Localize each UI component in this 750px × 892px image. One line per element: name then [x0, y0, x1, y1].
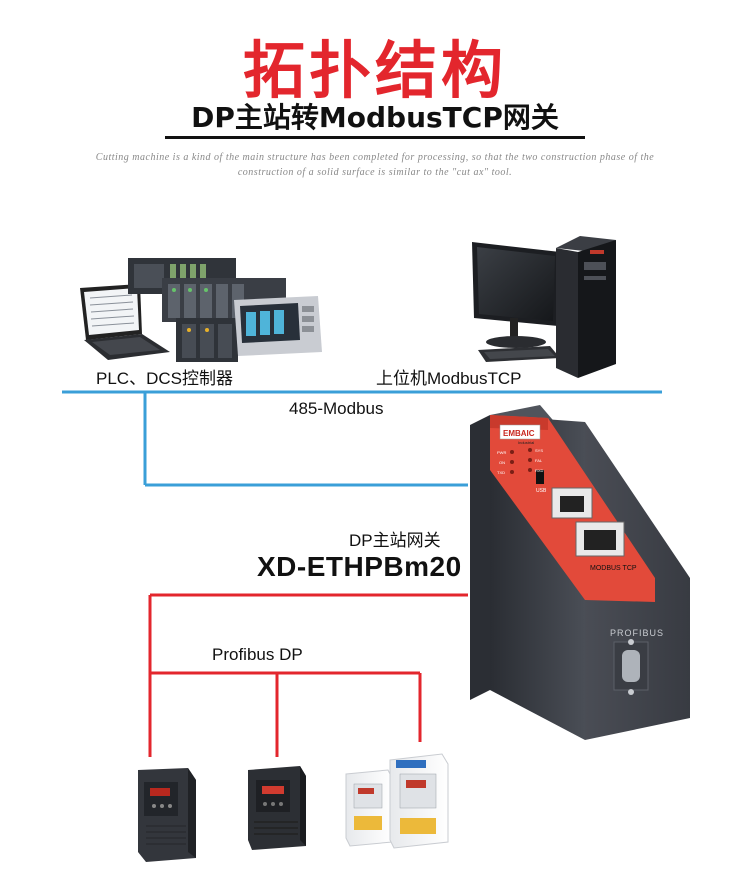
inverter-drive-1 [138, 768, 196, 862]
led-label-on: ON [499, 460, 505, 465]
page-subtitle: DP主站转ModbusTCP网关 [191, 101, 559, 134]
pc-label: 上位机ModbusTCP [376, 369, 522, 388]
inverter-drive-3 [345, 753, 449, 849]
gateway-side-panel [470, 415, 490, 700]
rj45-port-2 [575, 521, 625, 557]
led-label-sys: SYS [535, 448, 543, 453]
gateway-brand-sub: Industrial [518, 440, 534, 445]
pc-workstation-illustration [472, 236, 616, 378]
monitor-icon [472, 242, 560, 348]
plc-dcs-label: PLC、DCS控制器 [96, 369, 233, 388]
gateway-device-illustration [470, 405, 690, 740]
pc-tower-icon [556, 236, 616, 378]
profibus-dp-label: Profibus DP [212, 645, 303, 664]
gateway-brand: EMBAIC [503, 429, 535, 438]
rj45-port-1 [551, 487, 593, 519]
laptop-icon [80, 284, 170, 360]
hmi-panel-icon [234, 296, 322, 356]
led-label-pwr: PWR [497, 450, 506, 455]
inverter-drive-2 [248, 766, 306, 850]
bus-485-label: 485-Modbus [289, 399, 384, 418]
db9-connector-icon [613, 639, 649, 695]
gateway-type-label: DP主站网关 [349, 531, 441, 550]
modbus-tcp-port-label: MODBUS TCP [590, 565, 637, 572]
led-label-txd: TXD [497, 470, 505, 475]
profibus-bus-lines [148, 593, 468, 757]
keyboard-icon [478, 346, 560, 362]
profibus-side-label: PROFIBUS [610, 628, 664, 638]
description-text: Cutting machine is a kind of the main st… [95, 152, 655, 178]
led-label-fal: FAL [535, 458, 543, 463]
usb-label: USB [536, 488, 547, 494]
gateway-panel-text: EMBAIC Industrial PWR SYS ON FAL TXD RXD… [497, 429, 664, 638]
modbus-bus-lines [62, 390, 662, 487]
led-label-rxd: RXD [535, 468, 544, 473]
plc-dcs-illustration [80, 258, 322, 362]
subtitle-underline [165, 136, 585, 139]
plc-modules-front [176, 318, 238, 362]
page-title: 拓扑结构 [242, 34, 507, 107]
gateway-model-label: XD-ETHPBm20 [257, 551, 462, 582]
